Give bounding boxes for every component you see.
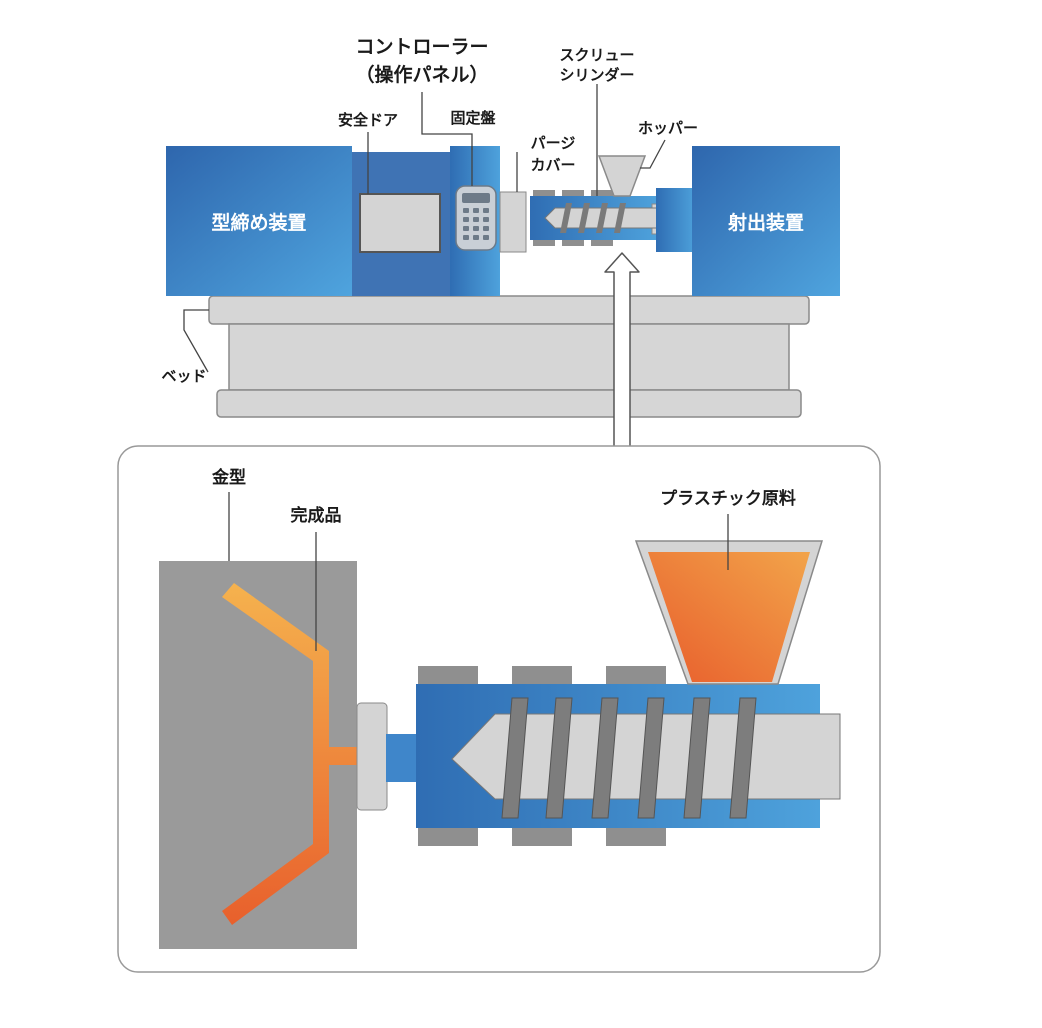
injection-unit-label: 射出装置 xyxy=(727,211,804,234)
finished-product xyxy=(222,583,358,925)
screw-cylinder-label-line1: スクリュー xyxy=(559,46,634,64)
heater-bands-small xyxy=(533,190,613,246)
clamping-unit xyxy=(166,146,352,296)
safety-door-window xyxy=(359,193,441,253)
leader-lines-bottom xyxy=(228,492,729,651)
screw-cylinder-label-line2: シリンダー xyxy=(559,66,634,84)
controller-panel xyxy=(455,185,497,251)
leader-lines-top xyxy=(183,84,666,373)
zoom-arrow xyxy=(604,252,640,446)
fixed-platen-label: 固定盤 xyxy=(450,109,496,127)
safety-door-label: 安全ドア xyxy=(338,111,398,129)
controller-label-line2: （操作パネル） xyxy=(355,63,488,86)
purge-cover-label-line1: パージ xyxy=(531,134,576,152)
screw-small xyxy=(544,203,659,233)
screw-flights xyxy=(501,697,757,819)
heater-bands-large xyxy=(418,666,666,846)
bed xyxy=(208,295,810,418)
injection-connector xyxy=(656,188,696,252)
plastic-material-label: プラスチック原料 xyxy=(660,488,796,509)
hopper-small xyxy=(597,155,647,197)
nozzle-block xyxy=(356,702,388,811)
plastic-material xyxy=(648,552,810,682)
injection-unit xyxy=(692,146,840,296)
detail-view: 金型 完成品 プラスチック原料 xyxy=(117,445,881,973)
controller-label-line1: コントローラー xyxy=(355,36,488,58)
machine-overview: 型締め装置 xyxy=(161,36,840,418)
finished-product-label: 完成品 xyxy=(291,505,342,526)
mold-label: 金型 xyxy=(211,467,246,488)
nozzle xyxy=(386,734,420,782)
bed-label: ベッド xyxy=(161,367,206,385)
purge-cover xyxy=(499,191,527,253)
hopper-label: ホッパー xyxy=(638,119,698,137)
clamping-unit-label: 型締め装置 xyxy=(211,211,306,234)
purge-cover-label-line2: カバー xyxy=(530,156,575,174)
